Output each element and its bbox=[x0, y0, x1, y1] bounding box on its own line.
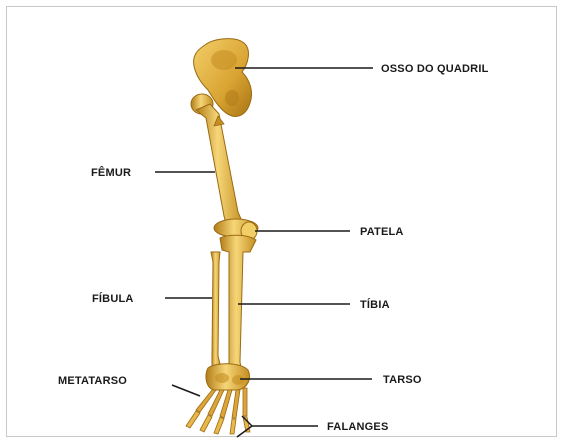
fibula-bone bbox=[211, 252, 221, 370]
femur-bone bbox=[191, 94, 258, 237]
hip-label: OSSO DO QUADRIL bbox=[381, 63, 489, 75]
tibia-label: TÍBIA bbox=[360, 298, 390, 311]
metatarsus-leader bbox=[172, 385, 200, 396]
tarsus-bones bbox=[206, 364, 250, 390]
metatarsus-label: METATARSO bbox=[58, 375, 127, 387]
femur-label: FÊMUR bbox=[91, 166, 131, 179]
tarsus-label: TARSO bbox=[383, 374, 422, 386]
patella-label: PATELA bbox=[360, 226, 404, 238]
fibula-label: FÍBULA bbox=[92, 292, 134, 305]
phalanges-label: FALANGES bbox=[327, 421, 389, 433]
phalanges-bones bbox=[186, 411, 250, 434]
metatarsus-bones bbox=[196, 388, 247, 418]
